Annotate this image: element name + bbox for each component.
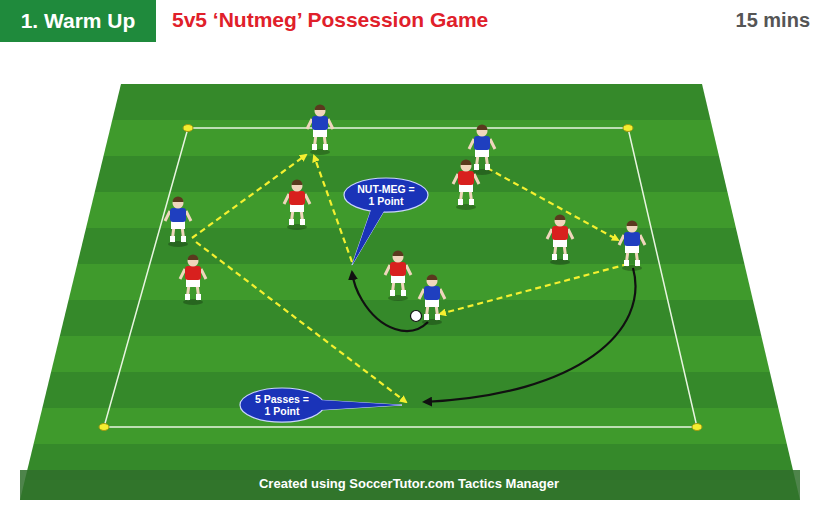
player	[284, 180, 310, 231]
player	[385, 251, 411, 302]
player	[469, 125, 495, 176]
callout-bubble: NUT-MEG = 1 Point	[343, 177, 429, 213]
player	[619, 221, 645, 271]
title: 5v5 ‘Nutmeg’ Possession Game	[172, 8, 488, 32]
tag-text: 1. Warm Up	[21, 9, 136, 33]
player	[307, 105, 333, 156]
player	[453, 160, 479, 211]
section-tag: 1. Warm Up	[0, 0, 156, 42]
callout-text: NUT-MEG = 1 Point	[355, 183, 417, 207]
player	[165, 197, 191, 247]
player	[547, 215, 573, 266]
duration-label: 15 mins	[736, 9, 810, 32]
player	[419, 275, 445, 326]
callout-bubble: 5 Passes = 1 Point	[239, 387, 325, 423]
credit-watermark: Created using SoccerTutor.com Tactics Ma…	[259, 476, 559, 491]
player	[180, 255, 206, 306]
callout-text: 5 Passes = 1 Point	[251, 393, 313, 417]
